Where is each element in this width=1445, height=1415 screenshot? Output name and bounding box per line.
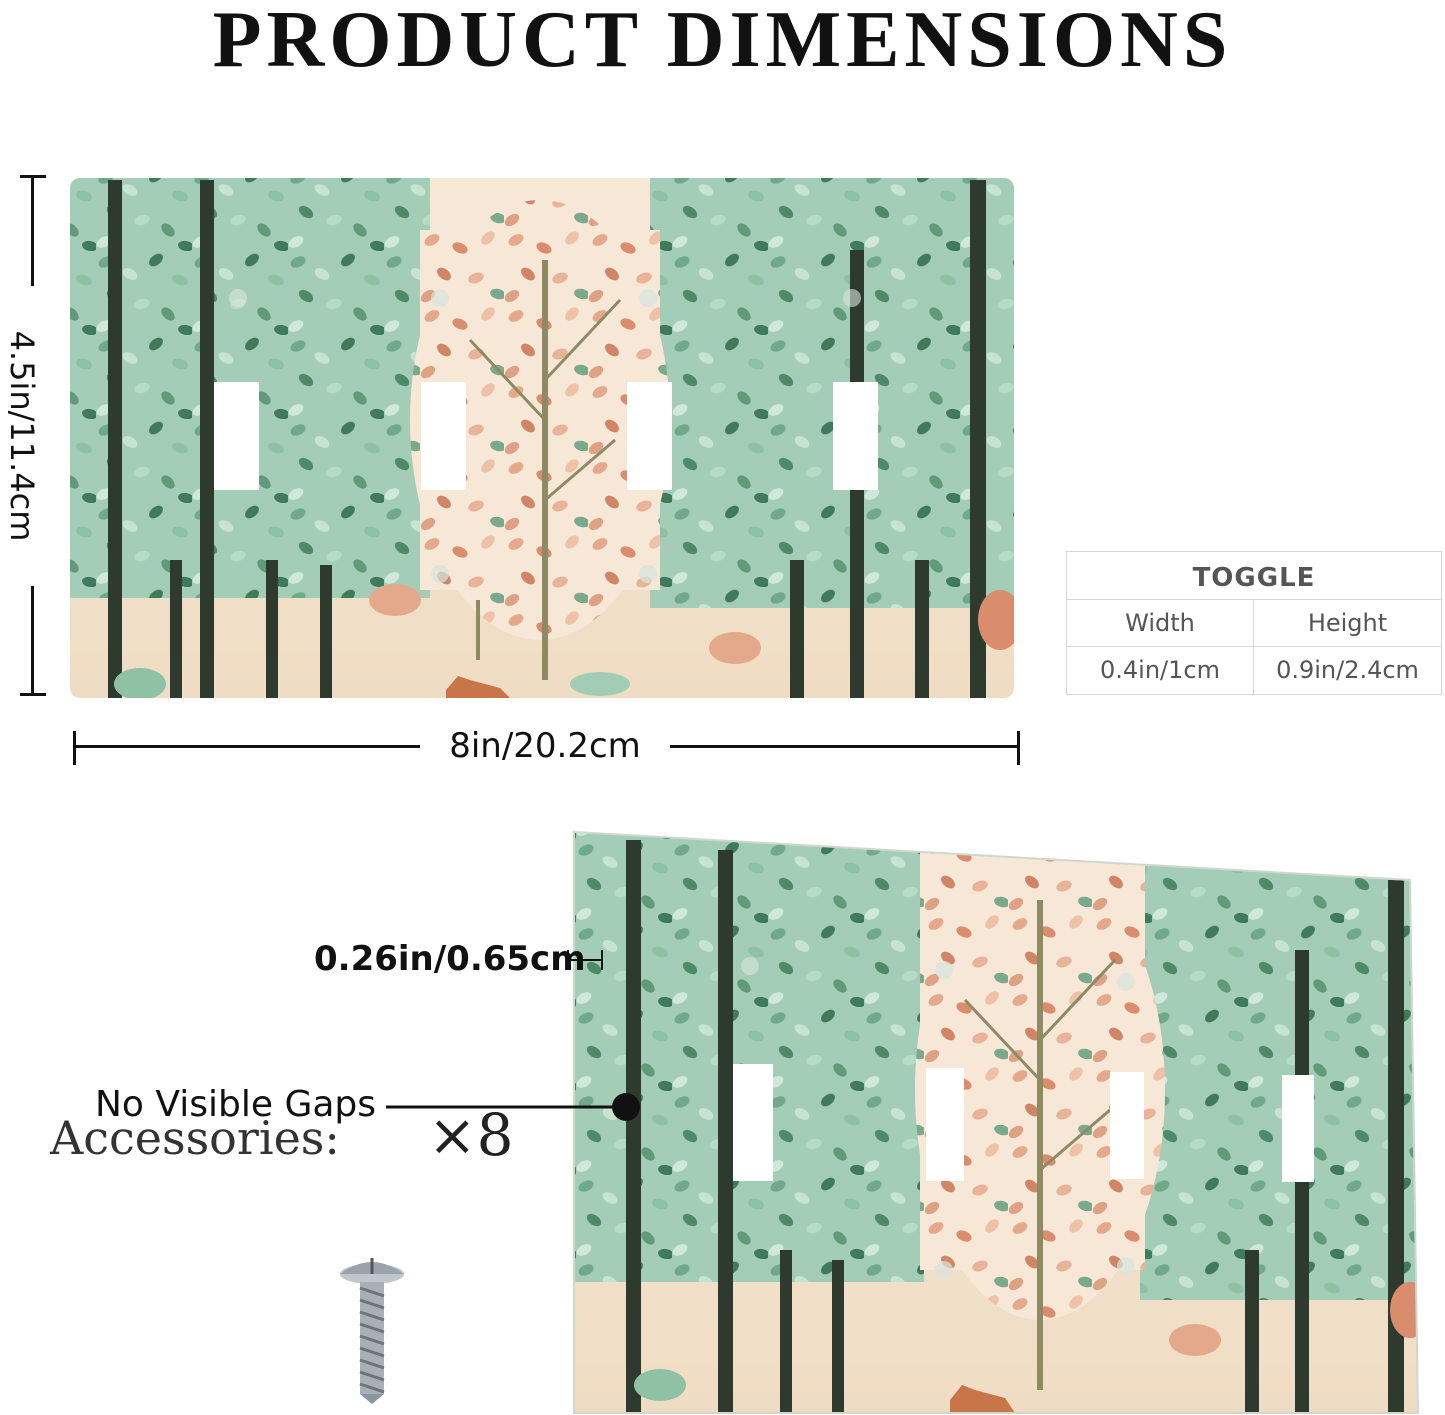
toggle-table-header-height: Height <box>1254 600 1441 647</box>
height-dim-cap-bottom <box>20 693 46 696</box>
toggle-table-value-height: 0.9in/2.4cm <box>1276 656 1419 684</box>
thickness-bracket <box>567 950 603 970</box>
width-dimension-label: 8in/20.2cm <box>420 722 670 770</box>
no-gaps-label: No Visible Gaps <box>95 1084 377 1125</box>
accessories-count: ×8 <box>428 1101 514 1169</box>
toggle-opening <box>833 382 878 490</box>
toggle-table-title: TOGGLE <box>1067 552 1441 600</box>
toggle-opening <box>1110 1072 1144 1179</box>
callout-dot-icon <box>612 1093 640 1121</box>
toggle-table-header-width: Width <box>1067 600 1254 647</box>
screw-icon <box>340 1258 404 1404</box>
plate-front-view <box>70 178 1014 698</box>
toggle-opening <box>627 382 672 490</box>
gaps-callout-line <box>386 1093 640 1121</box>
width-dim-cap-right <box>1017 731 1020 765</box>
toggle-opening <box>926 1068 964 1181</box>
toggle-table-value-width: 0.4in/1cm <box>1067 647 1254 694</box>
accessories-label: Accessories: <box>50 1111 340 1165</box>
thickness-label: 0.26in/0.65cm <box>314 939 586 979</box>
toggle-opening <box>1282 1075 1314 1182</box>
toggle-opening <box>214 382 259 490</box>
width-dim-cap-left <box>73 731 76 765</box>
toggle-size-table: TOGGLE Width Height 0.4in/1cm 0.9in/2.4c… <box>1066 551 1442 695</box>
toggle-opening <box>421 382 466 490</box>
plate-perspective-view <box>573 830 1420 1414</box>
page-title: PRODUCT DIMENSIONS <box>212 0 1233 84</box>
toggle-opening <box>733 1064 773 1181</box>
